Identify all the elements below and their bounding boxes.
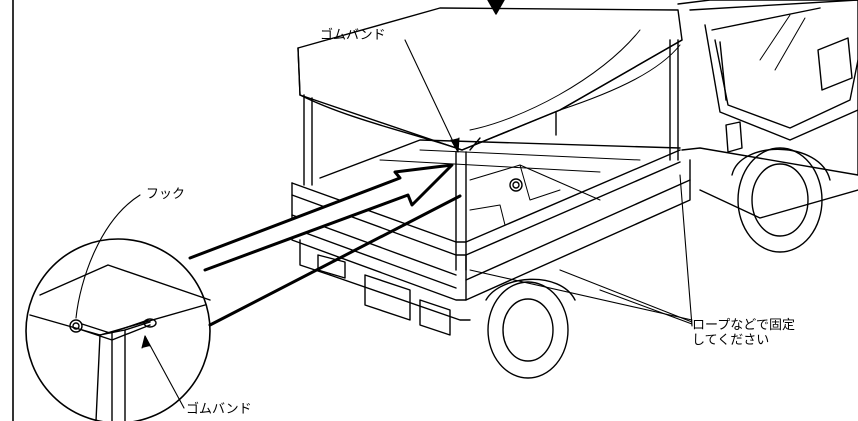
label-hook: フック xyxy=(146,187,186,202)
detail-circle xyxy=(25,238,211,421)
label-rubber-band-top: ゴムバンド xyxy=(320,28,386,43)
label-rope-instruction: ロープなどで固定 してください xyxy=(692,318,795,348)
canopy-roof xyxy=(297,0,683,151)
leader-lines xyxy=(75,39,693,409)
label-rope-line1: ロープなどで固定 xyxy=(692,318,795,333)
truck-cab xyxy=(677,0,858,253)
label-rubber-band-bottom: ゴムバンド xyxy=(186,402,252,417)
cargo-bed xyxy=(291,139,691,379)
magnification-arrows xyxy=(188,163,462,327)
frame-posts xyxy=(303,39,679,271)
label-rope-line2: してください xyxy=(692,333,770,348)
